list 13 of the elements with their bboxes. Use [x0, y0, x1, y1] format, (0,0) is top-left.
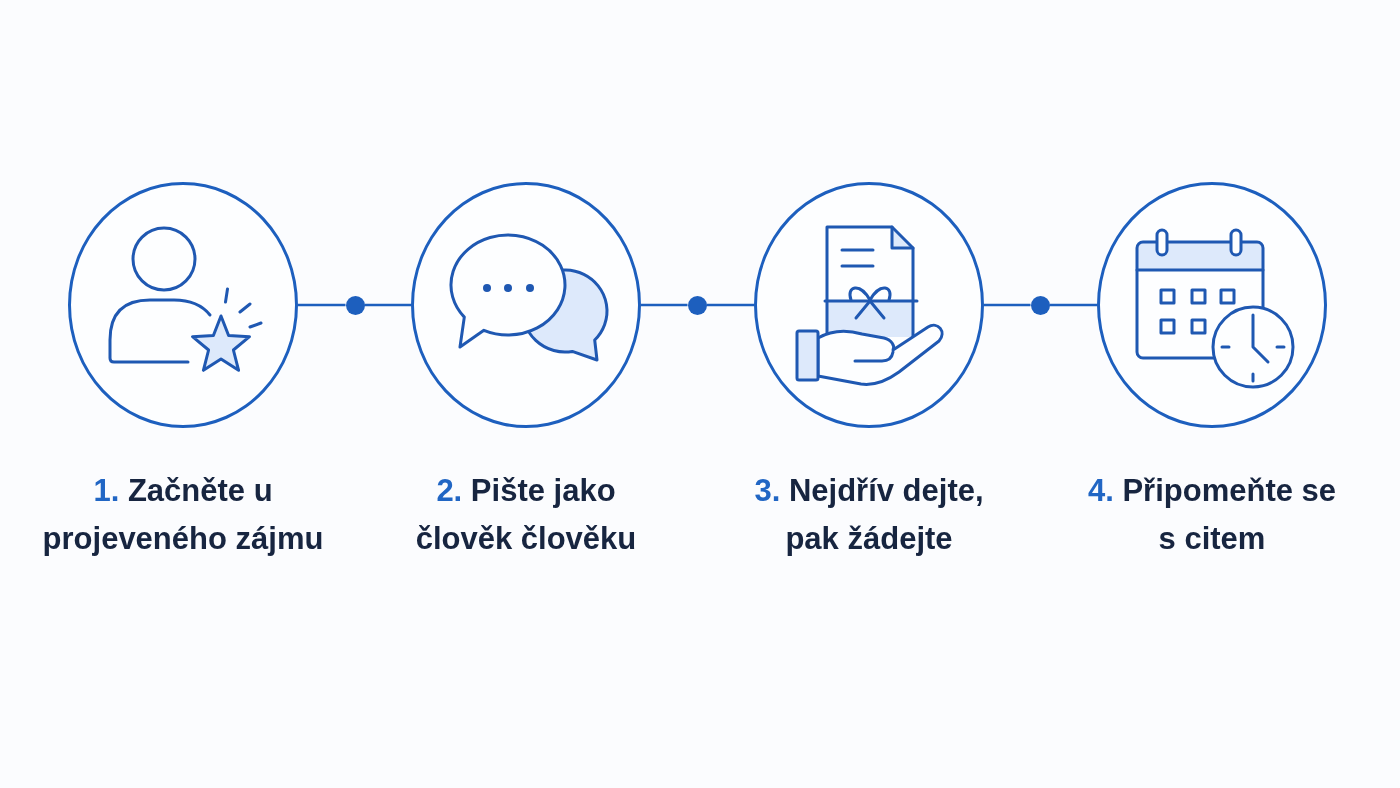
step-label: 2. Pište jako člověk člověku — [414, 472, 638, 558]
connector-line — [1049, 303, 1097, 307]
connector-line — [298, 303, 346, 307]
step-label: 3. Nejdřív dejte, pak žádejte — [753, 472, 985, 558]
connector-line — [984, 303, 1031, 307]
connector-line — [706, 303, 754, 307]
connector-line — [641, 303, 688, 307]
connector-line — [364, 303, 411, 307]
timeline-dot — [345, 295, 365, 315]
step-label: 4. Připomeňte se s citem — [1086, 472, 1338, 558]
timeline-dot — [687, 295, 707, 315]
timeline-dot — [1030, 295, 1050, 315]
step-label: 1. Začněte u projeveného zájmu — [41, 472, 325, 558]
